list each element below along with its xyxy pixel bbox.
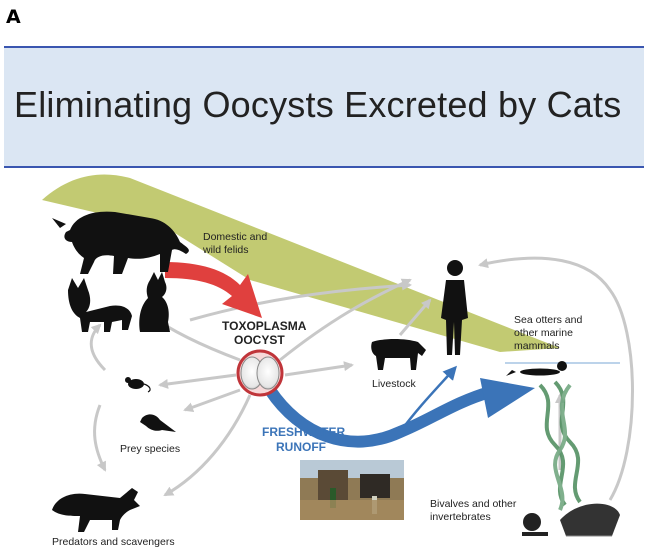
label-marine-line2: other marine (514, 327, 573, 339)
label-marine-line1: Sea otters and (514, 314, 582, 326)
village-photo (300, 460, 404, 520)
house-cat-icon (139, 272, 170, 332)
fox-icon (52, 488, 140, 532)
label-runoff-line1: FRESHWATER (262, 425, 345, 439)
mouse-icon (125, 377, 150, 392)
label-felids-line2: wild felids (202, 244, 249, 256)
slide-title-band: Eliminating Oocysts Excreted by Cats (4, 46, 644, 168)
oocyst-icon (238, 351, 282, 395)
toxoplasma-cycle-diagram: Domestic and wild felids TOXOPLASMA OOCY… (0, 170, 646, 553)
label-runoff-line2: RUNOFF (276, 440, 326, 454)
runoff-arrowhead (480, 378, 535, 418)
arrow-oocyst-to-livestock (285, 365, 352, 375)
snail-icon (522, 513, 548, 536)
cow-icon (371, 339, 426, 370)
slide-title: Eliminating Oocysts Excreted by Cats (14, 84, 621, 126)
arrow-oocyst-to-bird (185, 390, 240, 410)
bobcat-icon (68, 278, 132, 332)
oyster-icon (560, 504, 620, 536)
arrow-prey-to-predators (95, 405, 105, 470)
label-prey: Prey species (120, 443, 180, 455)
bird-icon (140, 414, 176, 432)
label-marine-line3: mammals (514, 340, 560, 352)
label-oocyst-line2: OOCYST (234, 333, 285, 347)
label-bivalves-line2: invertebrates (430, 511, 491, 523)
label-predators: Predators and scavengers (52, 536, 175, 548)
arrow-oocyst-to-mouse (160, 375, 236, 385)
panel-label: A (6, 6, 21, 28)
label-oocyst-line1: TOXOPLASMA (222, 319, 307, 333)
label-livestock: Livestock (372, 378, 417, 390)
label-bivalves-line1: Bivalves and other (430, 498, 517, 510)
label-felids-line1: Domestic and (203, 231, 267, 243)
arrow-prey-to-felids (91, 325, 105, 370)
